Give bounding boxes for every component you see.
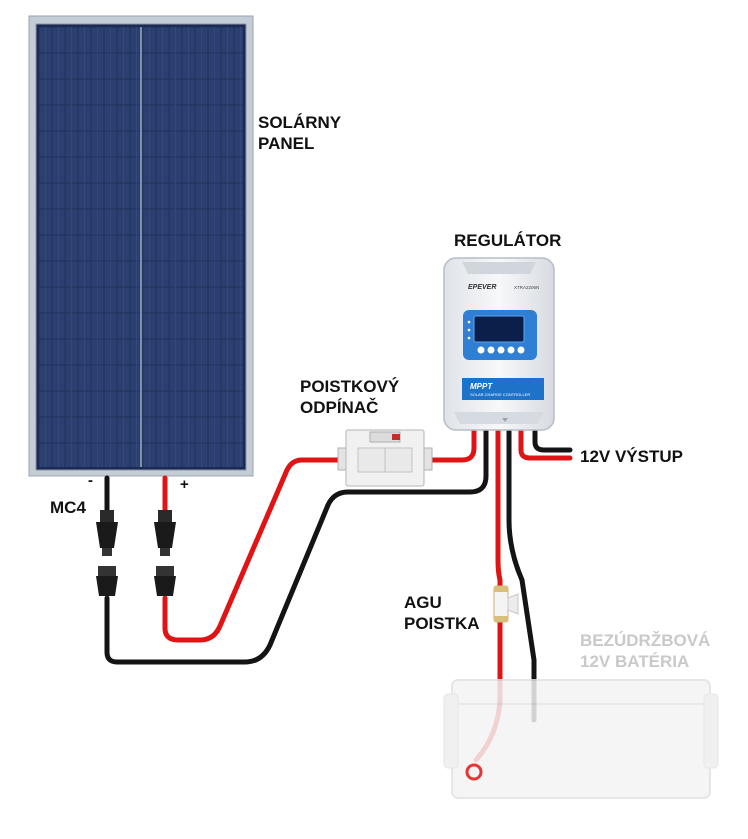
agu-fuse [493,585,519,623]
solar-panel-label-line2: PANEL [258,134,315,153]
solar-panel-label-line1: SOLÁRNY [258,113,342,132]
regulator-label: REGULÁTOR [454,231,562,250]
negative-sign: - [88,472,93,489]
breaker-label: POISTKOVÝ ODPÍNAČ [300,376,399,418]
controller-button [477,346,485,354]
fuse-label-line1: AGU [404,593,442,612]
controller-title: MPPT [470,382,493,391]
battery-positive-terminal [465,763,483,781]
breaker-to-controller-wire [427,425,477,463]
controller-subtitle: SOLAR CHARGE CONTROLLER [470,392,530,397]
battery-label: BEZÚDRŽBOVÁ 12V BATÉRIA [580,630,710,672]
wires [104,425,573,763]
mc4-negative-connector [96,510,118,596]
controller-button [507,346,515,354]
circuit-breaker [337,429,433,487]
mc4-positive-connector [154,510,176,596]
solar-panel [28,15,254,477]
breaker-label-line1: POISTKOVÝ [300,377,400,396]
breaker-label-line2: ODPÍNAČ [300,398,379,417]
battery-label-line2: 12V BATÉRIA [580,652,690,671]
controller-brand: EPEVER [468,284,496,291]
charge-controller: EPEVER XTRA2206N MPPT SOLAR CHARGE CONTR… [443,257,555,431]
controller-button [487,346,495,354]
load-output-red-wire [518,425,573,461]
mc4-label: MC4 [50,498,86,517]
battery-negative-wire [506,425,537,723]
battery [443,679,719,799]
negative-pv-wire [104,425,489,665]
battery-label-line1: BEZÚDRŽBOVÁ [580,631,711,650]
controller-model: XTRA2206N [514,285,539,290]
positive-pv-wire [162,457,345,643]
controller-button [497,346,505,354]
solar-panel-label: SOLÁRNY PANEL [258,112,341,154]
load-output-black-wire [532,425,573,453]
positive-sign: + [180,476,189,493]
fuse-label: AGU POISTKA [404,592,480,634]
output-label: 12V VÝSTUP [580,447,683,466]
fuse-label-line2: POISTKA [404,614,480,633]
controller-button [517,346,525,354]
